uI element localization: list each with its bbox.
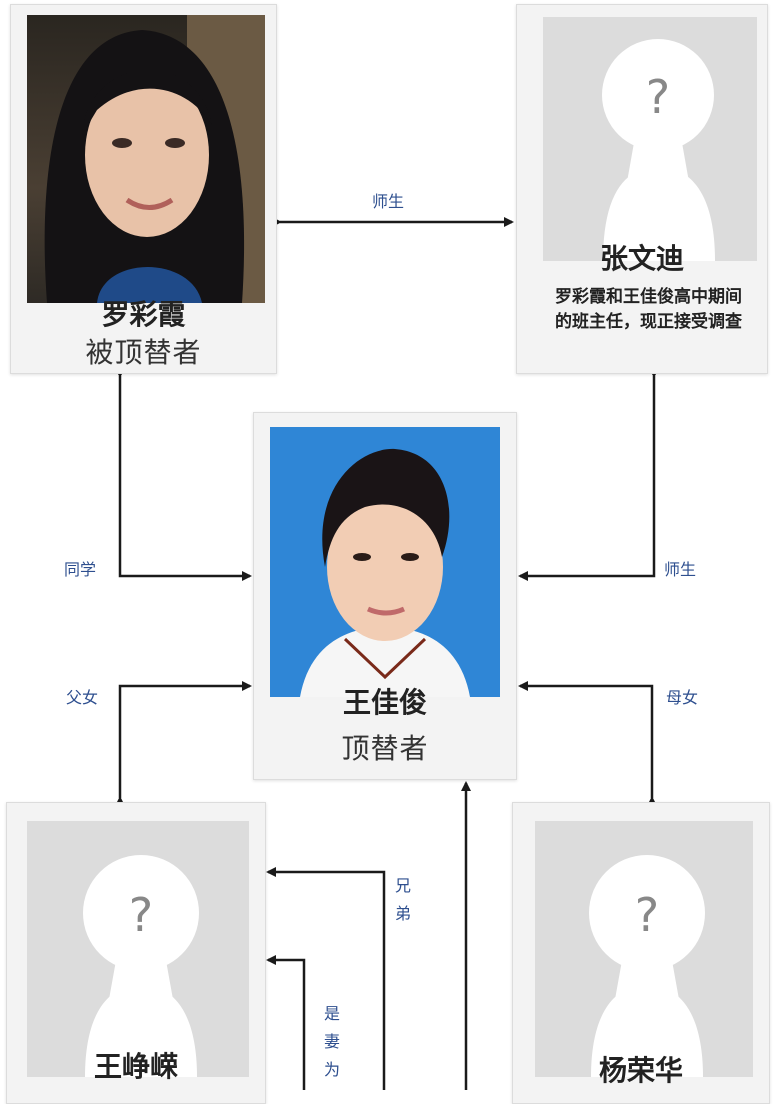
edge-luo-wang [115,368,252,581]
person-card-wang-jj: 王佳俊 顶替者 [253,412,517,780]
person-name: 张文迪 [599,242,684,275]
person-name: 杨荣华 [598,1054,683,1087]
person-name: 王峥嵘 [93,1050,178,1083]
person-name: 罗彩霞 [101,298,186,331]
relation-label-father-daughter: 父女 [66,688,99,707]
edge-zhang-wang [518,368,659,581]
relation-label-teacher-student: 师生 [664,560,697,579]
relation-label-brothers: 兄弟 [394,876,411,923]
unknown-person-icon: ? [83,855,199,1077]
relation-label-mother-daughter: 母女 [666,688,699,707]
edge-father [115,681,252,806]
relation-label-classmates: 同学 [64,560,97,579]
relation-label-luo-zhang: 师生 [372,192,405,211]
svg-text:?: ? [129,888,153,942]
person-name: 王佳俊 [342,686,427,719]
edge-mother [518,681,657,806]
edge-spouse [266,955,306,1090]
svg-text:?: ? [635,888,659,942]
person-role: 顶替者 [341,732,429,765]
portrait-photo [27,15,265,303]
edge-brothers [266,867,386,1090]
person-card-yang: ? 杨荣华 [512,802,770,1104]
person-role: 被顶替者 [85,336,202,369]
person-description: 罗彩霞和王佳俊高中期间的班主任，现正接受调查 [555,287,742,332]
unknown-person-icon: ? [602,39,715,261]
relation-label-spouse: 是妻为 [323,1004,340,1079]
person-card-luo: 罗彩霞 被顶替者 [10,4,277,374]
svg-text:?: ? [646,70,670,124]
person-card-wang-zl: ? 王峥嵘 [6,802,266,1104]
person-card-zhang: ? 张文迪 罗彩霞和王佳俊高中期间的班主任，现正接受调查 [516,4,768,374]
portrait-photo [270,427,500,697]
unknown-person-icon: ? [589,855,705,1077]
